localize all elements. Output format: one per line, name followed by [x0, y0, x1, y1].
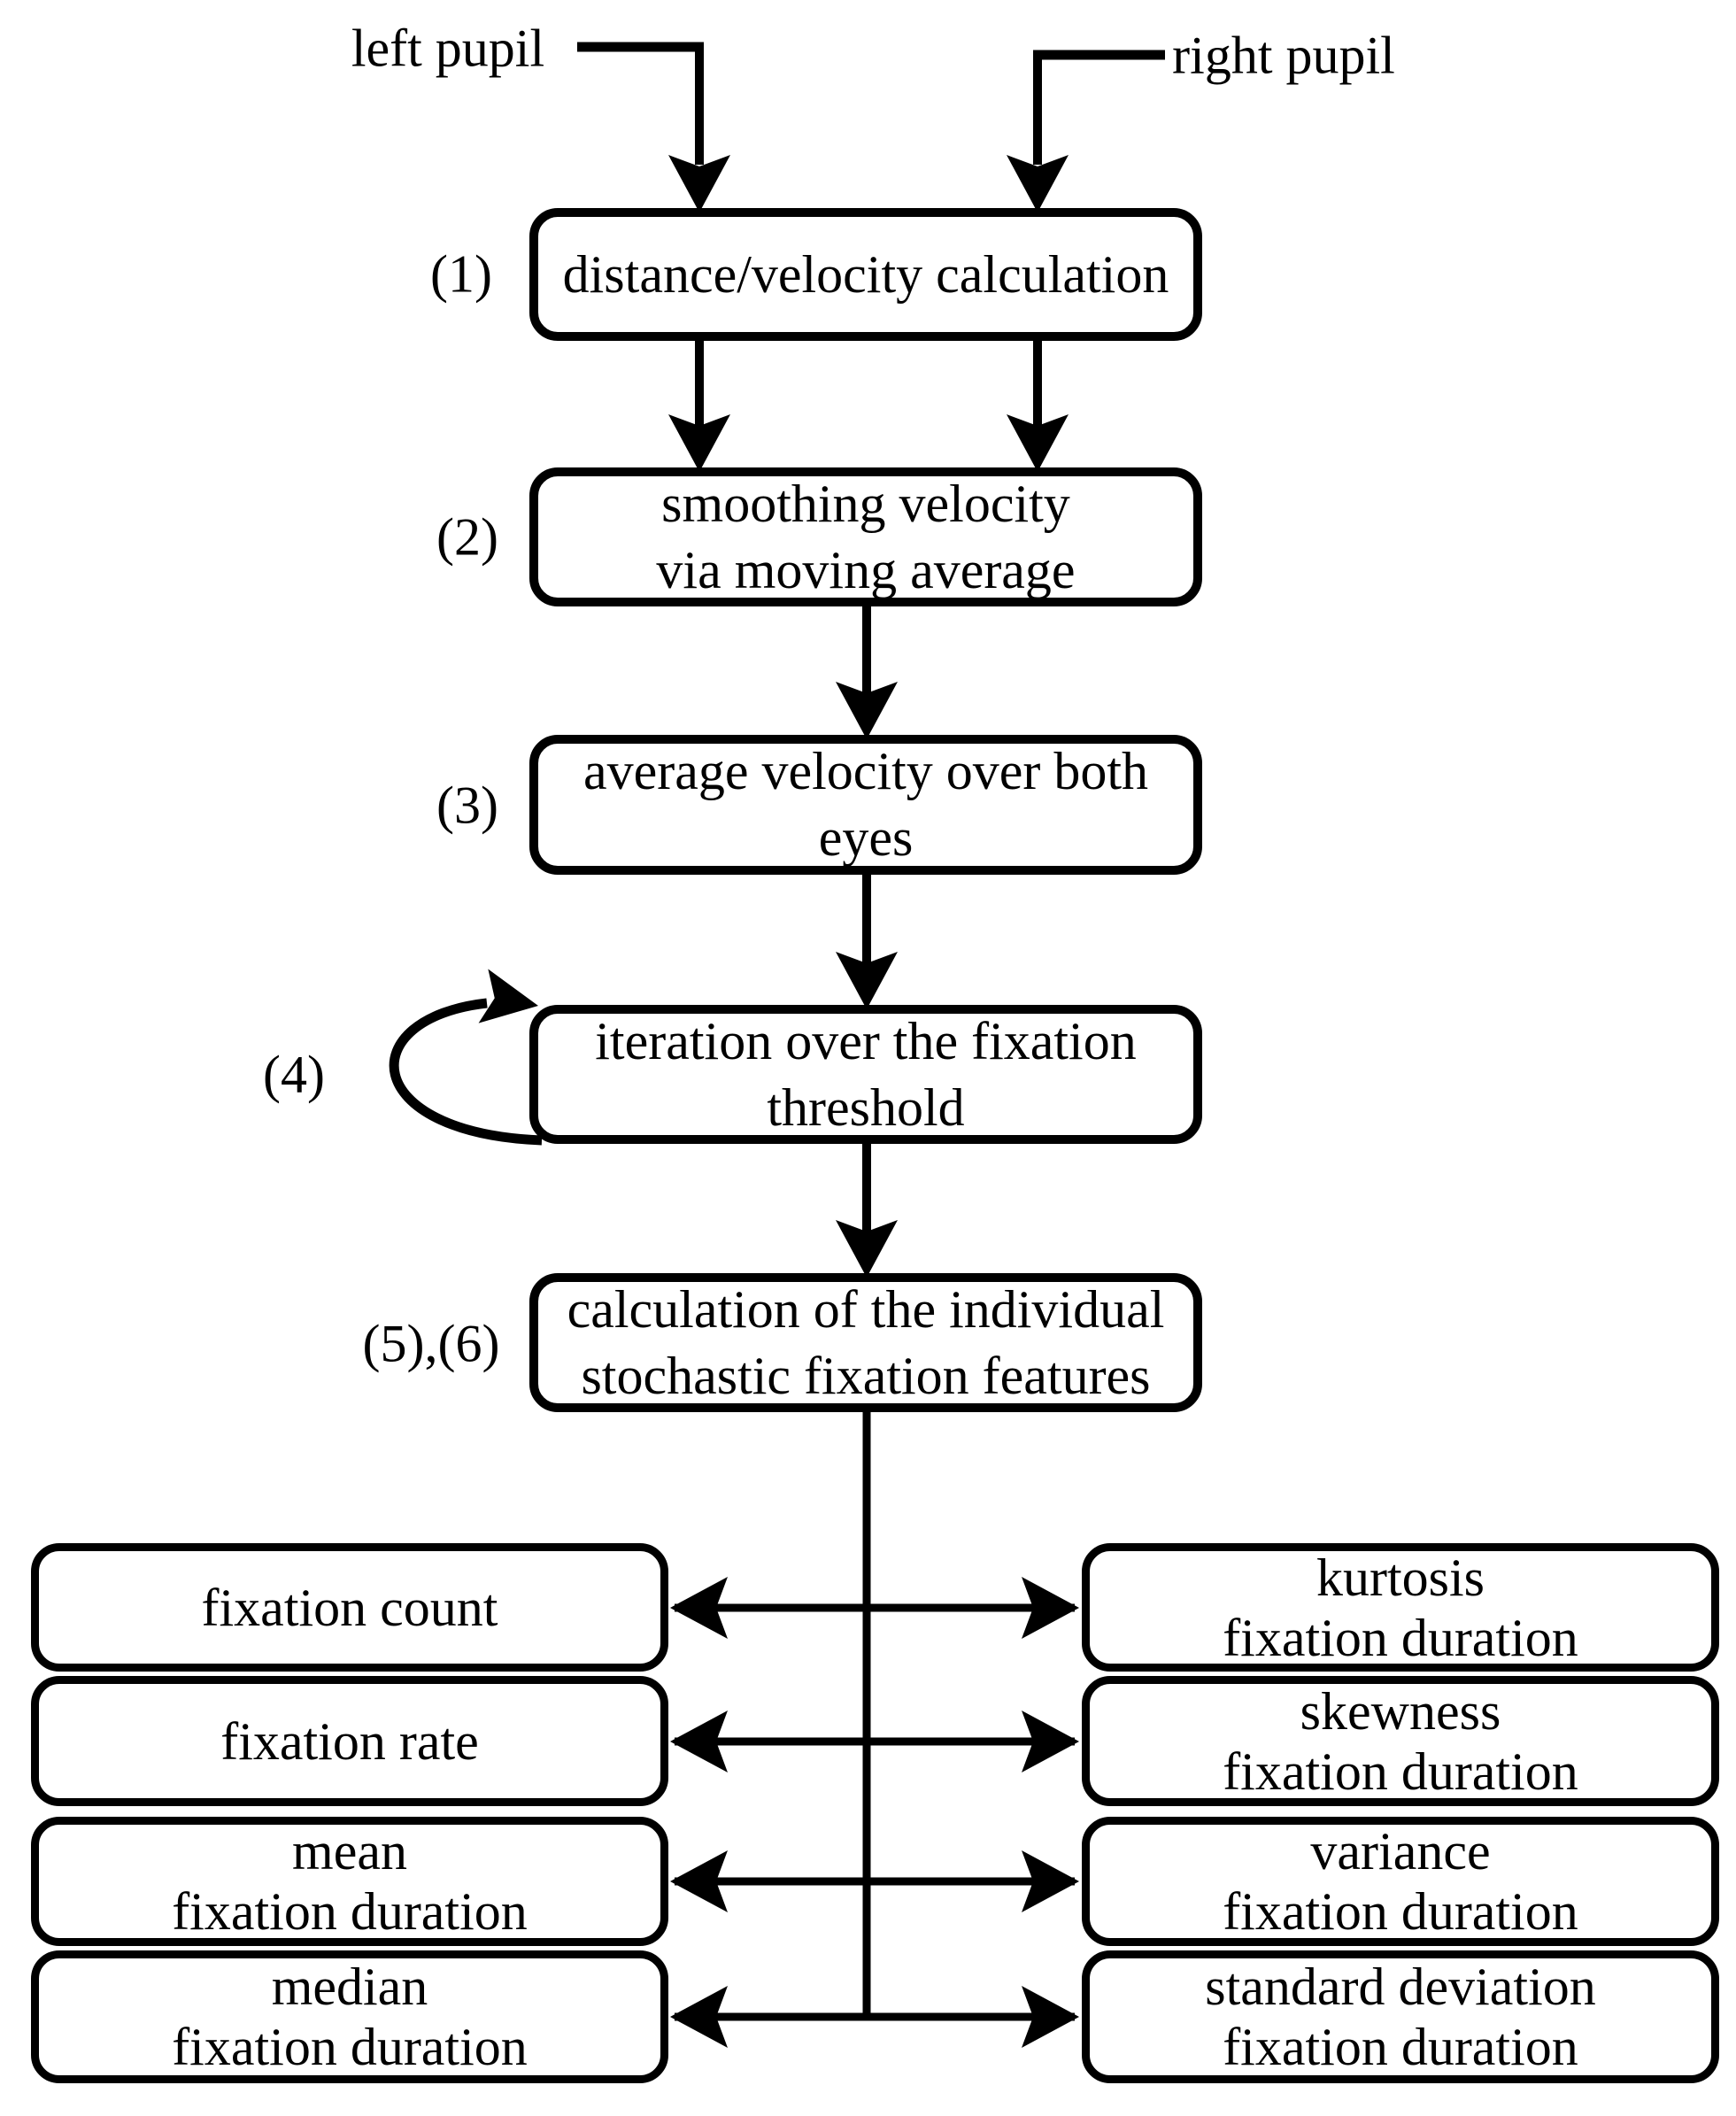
arrowhead-down-icon — [1007, 414, 1069, 472]
input-label-left-pupil: left pupil — [351, 19, 545, 78]
output-box-fixation-rate: fixation rate — [31, 1676, 668, 1806]
arrowhead-left-icon — [670, 1850, 728, 1912]
output-box-kurtosis-fixation-duration: kurtosis fixation duration — [1082, 1543, 1719, 1672]
output-box-skewness-fixation-duration: skewness fixation duration — [1082, 1676, 1719, 1806]
arrowhead-right-icon — [1022, 1986, 1079, 2048]
step-box-iteration-fixation-threshold: iteration over the fixation threshold — [529, 1005, 1202, 1144]
arrowhead-down-icon — [1007, 155, 1069, 212]
output-row3-double-arrow — [670, 1850, 1079, 1912]
output-row4-double-arrow — [670, 1986, 1079, 2048]
output-box-mean-fixation-duration: mean fixation duration — [31, 1817, 668, 1946]
left-pupil-connector — [577, 42, 730, 212]
box-text-line: fixation duration — [1223, 2018, 1578, 2076]
box-text-line: iteration over the fixation — [595, 1011, 1137, 1070]
arrowhead-down-icon — [836, 682, 898, 739]
arrow-step4-to-step5 — [836, 1142, 898, 1278]
arrow-step1-to-step2-left — [668, 339, 730, 472]
step-number-1: (1) — [430, 244, 492, 304]
box-text-line: median — [271, 1958, 428, 2016]
box-text-line: standard deviation — [1205, 1958, 1596, 2016]
box-text-line: fixation duration — [1223, 1741, 1578, 1801]
box-text-line: stochastic fixation features — [581, 1346, 1151, 1405]
box-text-line: eyes — [818, 808, 914, 867]
output-row2-double-arrow — [670, 1711, 1079, 1772]
box-text-line: fixation count — [201, 1578, 498, 1637]
box-text-line: fixation duration — [1223, 1608, 1578, 1667]
box-text-line: average velocity over both — [583, 742, 1149, 800]
input-label-right-pupil: right pupil — [1172, 26, 1395, 85]
box-text-line: smoothing velocity — [661, 474, 1070, 533]
arrowhead-left-icon — [670, 1577, 728, 1639]
arrow-step2-to-step3 — [836, 605, 898, 739]
box-text-line: fixation rate — [220, 1711, 479, 1771]
arrowhead-right-icon — [1022, 1711, 1079, 1772]
output-box-fixation-count: fixation count — [31, 1543, 668, 1672]
box-text-line: fixation duration — [172, 2018, 528, 2076]
step-box-stochastic-fixation-features: calculation of the individual stochastic… — [529, 1273, 1202, 1412]
arrowhead-right-icon — [478, 969, 538, 1023]
step4-self-loop-arrow — [389, 969, 543, 1146]
arrowhead-down-icon — [836, 952, 898, 1009]
output-row1-double-arrow — [670, 1577, 1079, 1639]
step-box-smoothing-velocity: smoothing velocity via moving average — [529, 467, 1202, 606]
arrow-step3-to-step4 — [836, 873, 898, 1009]
box-text-line: distance/velocity calculation — [562, 244, 1169, 304]
step-number-5-6: (5),(6) — [362, 1314, 500, 1373]
box-text-line: mean — [292, 1822, 407, 1880]
step-box-distance-velocity-calculation: distance/velocity calculation — [529, 208, 1202, 341]
box-text-line: calculation of the individual — [567, 1279, 1165, 1339]
right-pupil-connector — [1007, 50, 1165, 212]
box-text-line: via moving average — [656, 540, 1076, 599]
output-box-variance-fixation-duration: variance fixation duration — [1082, 1817, 1719, 1946]
arrowhead-down-icon — [668, 414, 730, 472]
arrowhead-down-icon — [836, 1220, 898, 1278]
arrowhead-down-icon — [668, 155, 730, 212]
box-text-line: threshold — [767, 1077, 965, 1137]
output-box-standard-deviation-fixation-duration: standard deviation fixation duration — [1082, 1950, 1719, 2083]
step-number-3: (3) — [436, 776, 498, 835]
arrow-step1-to-step2-right — [1007, 339, 1069, 472]
box-text-line: skewness — [1300, 1681, 1501, 1741]
arrowhead-left-icon — [670, 1711, 728, 1772]
arrowhead-right-icon — [1022, 1850, 1079, 1912]
box-text-line: fixation duration — [1223, 1882, 1578, 1941]
step-box-average-velocity: average velocity over both eyes — [529, 735, 1202, 875]
box-text-line: variance — [1310, 1822, 1491, 1880]
step-number-2: (2) — [436, 507, 498, 567]
box-text-line: fixation duration — [172, 1882, 528, 1941]
arrowhead-right-icon — [1022, 1577, 1079, 1639]
step-number-4: (4) — [263, 1045, 325, 1104]
output-box-median-fixation-duration: median fixation duration — [31, 1950, 668, 2083]
box-text-line: kurtosis — [1316, 1548, 1485, 1607]
arrowhead-left-icon — [670, 1986, 728, 2048]
